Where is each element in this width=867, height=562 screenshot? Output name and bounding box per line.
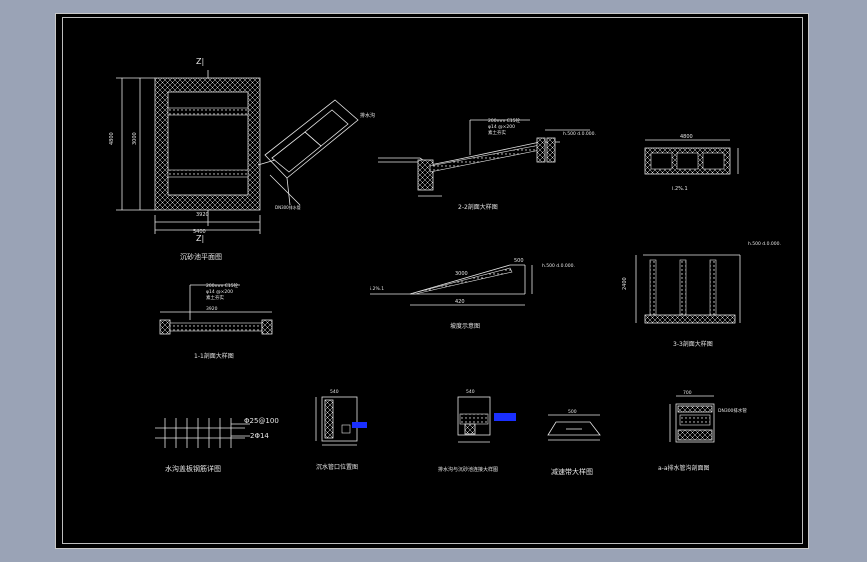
section-11-title: 1-1剖面大样图 — [194, 352, 234, 360]
pipe-note-plan: DN300排水管 — [275, 204, 301, 210]
pipe-note-aa: DN300排水管 — [718, 407, 747, 414]
pool-plan-view — [116, 70, 359, 234]
concrete-note-11: 200mm C15砼 — [206, 282, 239, 289]
grade-note-slope: i.2%.1 — [370, 286, 384, 292]
slope-title: 坡度示意图 — [450, 322, 480, 330]
dim-box-width: 4800 — [680, 134, 693, 140]
speed-bump-title: 减速带大样图 — [551, 467, 593, 476]
drain-joint-title: 排水沟与沉砂池连接大样图 — [438, 466, 498, 473]
box-section-title: i.2%.1 — [672, 186, 688, 192]
elevation-22: h.500 d.0.000. — [563, 131, 596, 137]
outlet-position-drawing — [315, 396, 367, 446]
grate-rebar-drawing — [155, 418, 250, 448]
elevation-33: h.500 d.0.000. — [748, 241, 781, 247]
dim-joint-top: 540 — [466, 389, 475, 395]
stone-note-11: φ14 @×200 — [206, 289, 233, 295]
drain-joint-drawing — [457, 396, 516, 443]
z-marker-bottom: Z| — [196, 234, 204, 243]
elevation-slope: h.500 d.0.000. — [542, 263, 575, 269]
section-33-title: 3-3剖面大样图 — [673, 340, 713, 348]
section-11-drawing — [159, 284, 273, 335]
box-section-drawing — [644, 139, 739, 175]
dim-aa-top: 700 — [683, 390, 692, 396]
drain-label: 排水沟 — [360, 112, 375, 119]
dim-slope-top: 500 — [514, 258, 524, 264]
rebar-spec-a: Φ25@100 — [244, 417, 279, 425]
soil-note-22: 素土夯实 — [488, 129, 506, 136]
section-33-drawing — [635, 254, 741, 324]
grate-title: 水沟盖板钢筋详图 — [165, 464, 221, 473]
dim-plan-inner: 3920 — [196, 212, 209, 218]
dim-bump-top: 500 — [568, 409, 577, 415]
dim-33-height: 2400 — [622, 277, 628, 290]
rebar-spec-b: 2Φ14 — [250, 432, 269, 440]
speed-bump-drawing — [547, 414, 601, 441]
drawing-border — [62, 17, 803, 544]
section-22-drawing — [378, 119, 590, 197]
aa-section-title: a-a排水管沟剖面图 — [658, 464, 710, 472]
slope-diagram — [370, 264, 533, 306]
soil-note-11: 素土夯实 — [206, 294, 224, 301]
aa-section-drawing — [669, 395, 715, 443]
dim-11-inner: 3920 — [206, 306, 218, 312]
slope-length: 3000 — [455, 271, 468, 277]
concrete-note-22: 200mm C15砼 — [488, 117, 521, 124]
stone-note-22: φ14 @×200 — [488, 124, 515, 130]
dim-plan-height: 4800 — [109, 132, 115, 145]
outlet-title: 沉水管口位置图 — [316, 463, 358, 471]
pool-plan-title: 沉砂池平面图 — [180, 252, 222, 261]
z-marker-top: Z| — [196, 57, 204, 66]
dim-slope-base: 420 — [455, 299, 465, 305]
dim-outlet-top: 540 — [330, 389, 339, 395]
dim-plan-inner-h: 3000 — [132, 132, 138, 145]
dim-plan-width: 5400 — [193, 229, 206, 235]
section-22-title: 2-2剖面大样图 — [458, 203, 498, 211]
